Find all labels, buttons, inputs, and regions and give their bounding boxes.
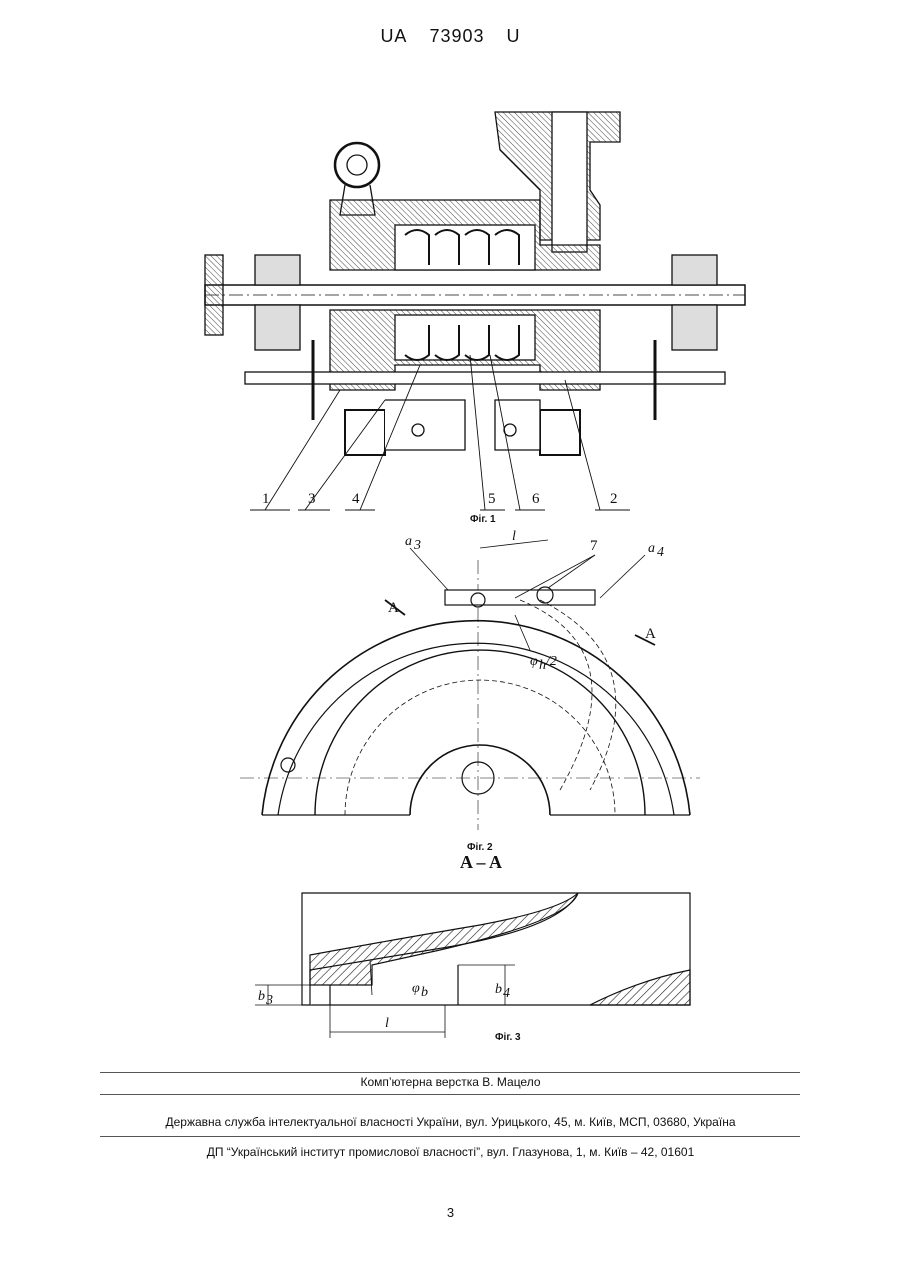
- footer-agency: Державна служба інтелектуальної власност…: [0, 1115, 901, 1129]
- callout-6: 6: [532, 491, 540, 507]
- label-a4: a: [648, 541, 655, 556]
- label-b4-sub: 4: [503, 986, 510, 1001]
- label-b3: b: [258, 989, 265, 1004]
- label-phi-h-sub: h: [539, 658, 546, 673]
- footer-divider-1: [100, 1072, 800, 1073]
- label-phi-b-sub: b: [421, 985, 428, 1000]
- label-a3: a: [405, 534, 412, 549]
- footer-divider-2: [100, 1094, 800, 1095]
- figure-2-impeller-view: [240, 540, 700, 830]
- figure-1-callouts: 1 3 4 5 6 2: [262, 491, 618, 507]
- section-mark-left: A: [388, 600, 399, 616]
- figure-1-caption: Фіг. 1: [470, 514, 496, 525]
- callout-1: 1: [262, 491, 270, 507]
- label-phi-h: φ: [530, 654, 538, 669]
- label-phi-b: φ: [412, 981, 420, 996]
- section-title-aa: A – A: [460, 852, 502, 873]
- footer-layout-credit: Комп’ютерна верстка В. Мацело: [0, 1075, 901, 1089]
- label-a3-sub: 3: [413, 538, 421, 553]
- label-b3-sub: 3: [265, 993, 273, 1008]
- callout-4: 4: [352, 491, 360, 507]
- label-a4-sub: 4: [657, 545, 664, 560]
- figure-3-caption: Фіг. 3: [495, 1032, 521, 1043]
- label-7: 7: [590, 538, 598, 554]
- label-l-dim: l: [385, 1016, 389, 1031]
- page-number: 3: [0, 1205, 901, 1220]
- callout-3: 3: [308, 491, 316, 507]
- footer-institute: ДП “Український інститут промислової вла…: [0, 1145, 901, 1159]
- figure-1-pump-section: [205, 112, 745, 510]
- callout-2: 2: [610, 491, 618, 507]
- figure-3-section-aa: [255, 893, 690, 1038]
- label-phi-h-tail: /2: [545, 654, 557, 669]
- figure-3-labels: b 3 b 4 φ b l: [258, 981, 510, 1031]
- label-b4: b: [495, 982, 502, 997]
- label-l: l: [512, 529, 516, 544]
- footer-divider-3: [100, 1136, 800, 1137]
- callout-5: 5: [488, 491, 496, 507]
- section-mark-right: A: [645, 626, 656, 642]
